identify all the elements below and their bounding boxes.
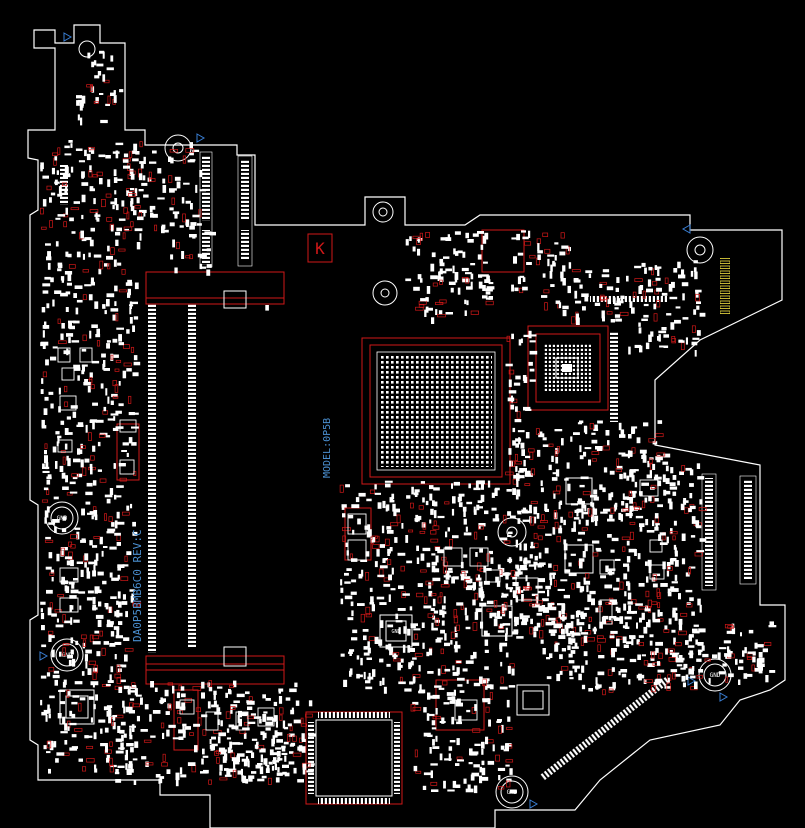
cpu-ball-grid — [380, 355, 492, 467]
memory-slot — [145, 271, 285, 685]
component-outline — [481, 229, 525, 273]
corner-mark-box — [307, 233, 333, 263]
pin-markers — [39, 32, 729, 809]
ec-chip — [305, 711, 403, 805]
ec-pins-bottom — [318, 798, 390, 804]
corner-mark: K — [315, 239, 325, 258]
memory-slot-contacts — [148, 303, 156, 653]
connector-outline — [237, 155, 253, 267]
board-revision-label: DA0P5BMB6C0 REV:C — [131, 529, 144, 642]
diagonal-connector — [540, 676, 671, 781]
ec-pins-right — [394, 722, 400, 794]
connector-outline — [739, 475, 757, 585]
memory-slot-latch — [223, 290, 247, 309]
gnd-label: GND — [710, 672, 721, 679]
connectors — [60, 155, 752, 586]
memory-slot-latch — [223, 646, 247, 667]
passive-components — [40, 50, 777, 794]
memory-slot-contacts — [188, 303, 196, 648]
cpu-package — [361, 337, 511, 485]
secondary-chip — [527, 325, 609, 411]
ec-pins-left — [308, 722, 314, 794]
ec-pins-top — [318, 712, 390, 718]
board-outline — [27, 24, 786, 828]
gnd-label: GND — [57, 515, 68, 522]
connector-outline — [701, 473, 717, 591]
component-outline — [116, 423, 140, 481]
gnd-label: GND — [391, 629, 400, 635]
board-model-label: MODEL:0P5B — [322, 418, 333, 478]
